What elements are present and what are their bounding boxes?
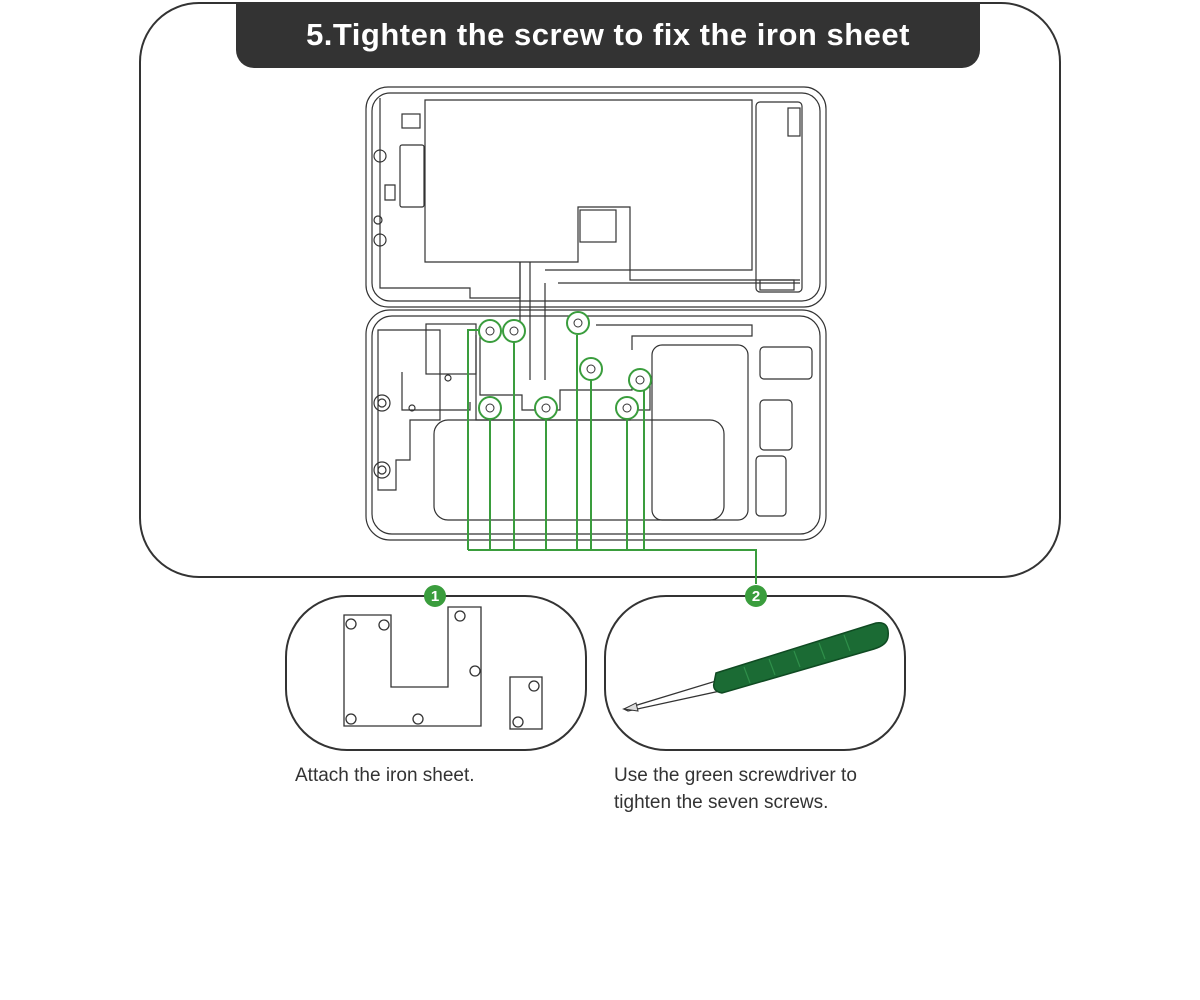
screw-marker-3	[566, 311, 590, 335]
step-2-caption: Use the green screwdriver to tighten the…	[614, 762, 857, 816]
screw-marker-6	[478, 396, 502, 420]
iron-sheet-icon	[343, 606, 543, 730]
main-diagram-frame	[139, 2, 1061, 578]
battery-area	[424, 99, 753, 271]
step-title: 5.Tighten the screw to fix the iron shee…	[236, 2, 980, 68]
step-2-badge: 2	[745, 585, 767, 607]
screw-marker-8	[615, 396, 639, 420]
step-1-caption-text: Attach the iron sheet.	[295, 765, 475, 786]
step-2-caption-line-1: Use the green screwdriver to	[614, 765, 857, 786]
step-title-text: 5.Tighten the screw to fix the iron shee…	[306, 17, 910, 52]
screw-marker-5	[628, 368, 652, 392]
step-1-box	[285, 595, 587, 751]
lower-frame-outer	[365, 309, 827, 541]
screw-marker-7	[534, 396, 558, 420]
screw-marker-2	[502, 319, 526, 343]
screwdriver-icon	[622, 622, 889, 712]
screw-marker-1	[478, 319, 502, 343]
step-2-box	[604, 595, 906, 751]
screw-marker-4	[579, 357, 603, 381]
step-1-caption: Attach the iron sheet.	[295, 762, 475, 789]
upper-frame-outer	[365, 86, 827, 308]
screw-callout-lines	[467, 329, 757, 584]
step-2-caption-line-2: tighten the seven screws.	[614, 792, 829, 813]
step-1-number: 1	[430, 587, 440, 605]
screw-markers	[478, 311, 652, 420]
step-2-number: 2	[751, 587, 761, 605]
step-1-badge: 1	[424, 585, 446, 607]
